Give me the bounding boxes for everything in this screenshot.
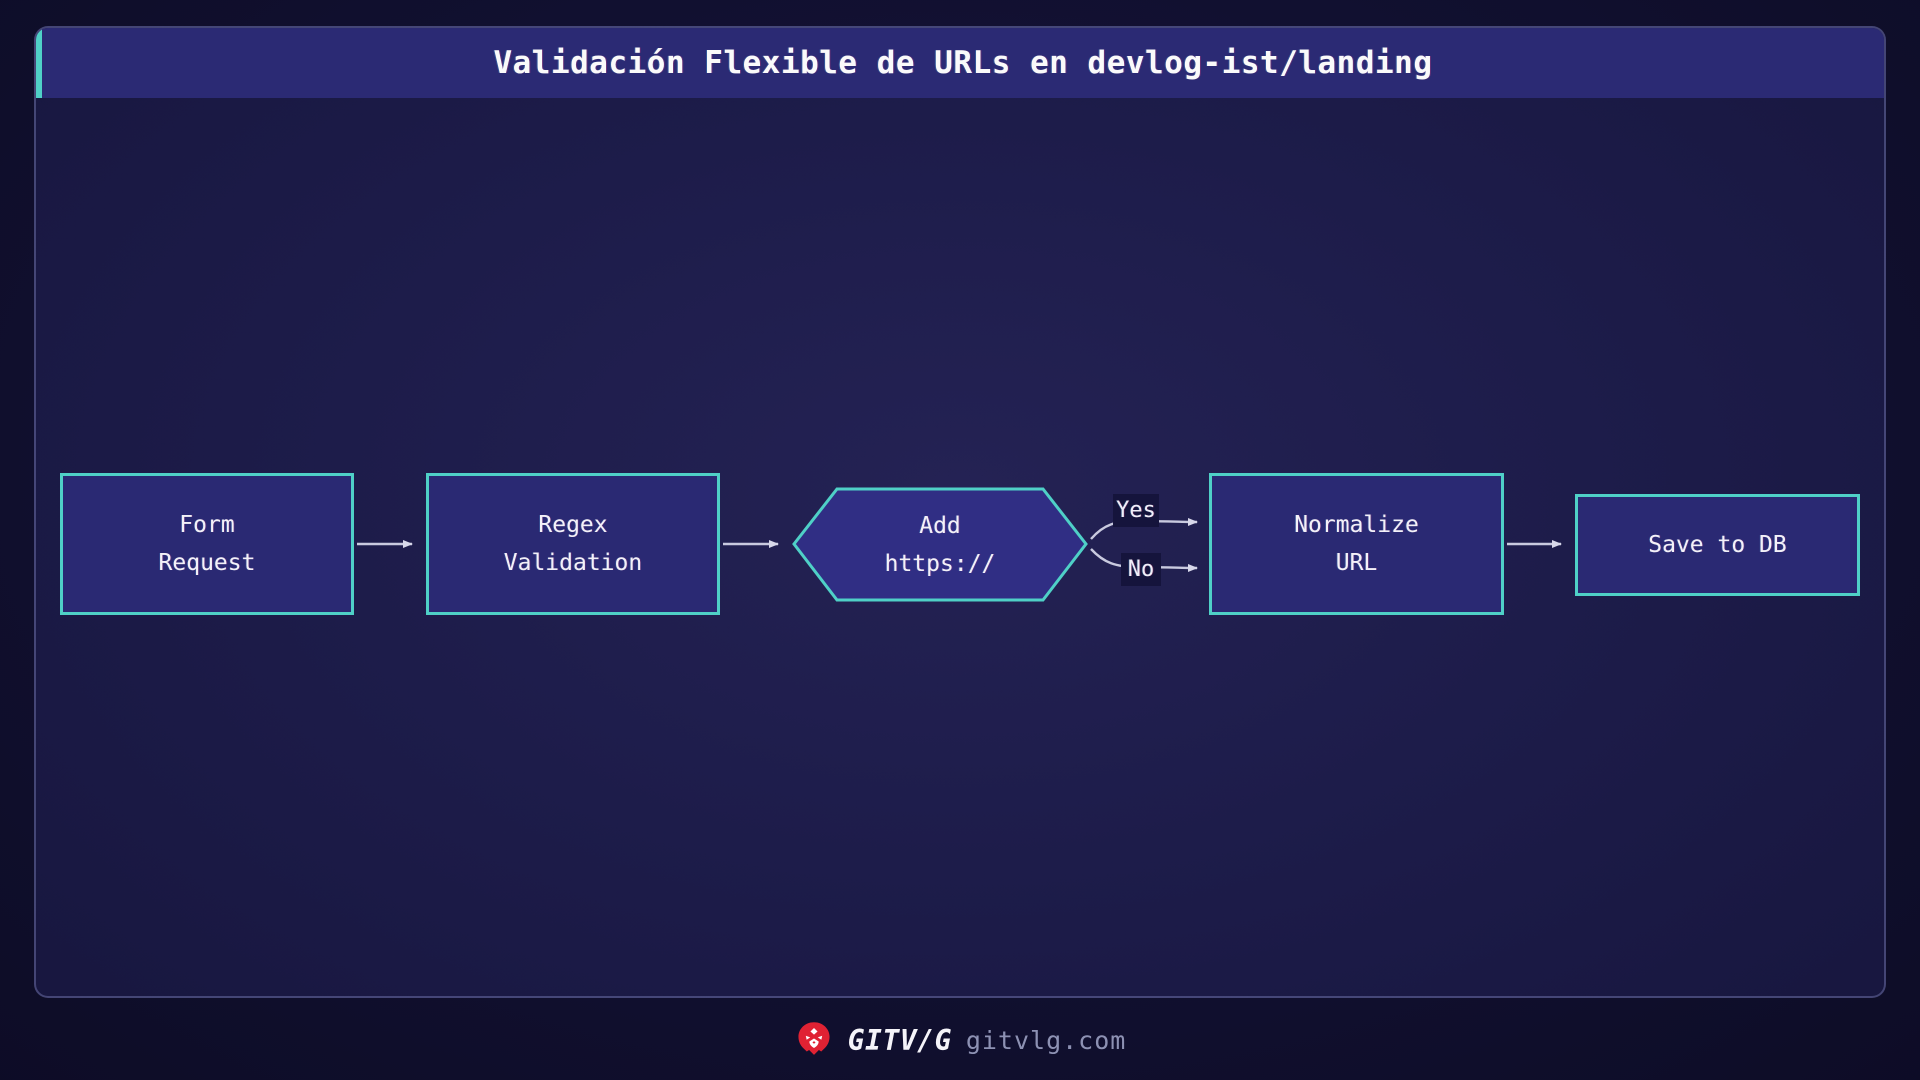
lion-icon bbox=[798, 1022, 830, 1055]
site-domain: gitvlg.com bbox=[965, 1025, 1127, 1055]
hexagon-shape bbox=[792, 487, 1088, 602]
node-label-line: Regex bbox=[538, 512, 608, 538]
node-label-line: Request bbox=[158, 550, 256, 576]
flow-node-regex-validation: Regex Validation bbox=[426, 473, 720, 615]
flow-node-save-to-db: Save to DB bbox=[1575, 494, 1860, 596]
flow-node-form-request: Form Request bbox=[60, 473, 354, 615]
node-label-line: Normalize bbox=[1294, 512, 1419, 538]
diagram-title: Validación Flexible de URLs en devlog-is… bbox=[493, 45, 1433, 81]
title-bar: Validación Flexible de URLs en devlog-is… bbox=[36, 28, 1884, 98]
node-label-line: Add bbox=[919, 512, 961, 539]
flow-node-add-https: Add https:// bbox=[791, 486, 1089, 603]
node-label-line: Form bbox=[179, 512, 235, 538]
node-label-line: https:// bbox=[884, 550, 996, 577]
node-label-line: URL bbox=[1335, 550, 1378, 576]
edge-label-no: No bbox=[1121, 553, 1161, 586]
node-label-line: Validation bbox=[503, 550, 643, 576]
footer: GITV/G gitvlg.com bbox=[0, 1002, 1920, 1078]
node-label-line: Save to DB bbox=[1648, 532, 1787, 558]
brand-wordmark: GITV/G bbox=[847, 1023, 952, 1057]
flow-node-normalize-url: Normalize URL bbox=[1209, 473, 1504, 615]
edge-label-yes: Yes bbox=[1113, 494, 1159, 527]
